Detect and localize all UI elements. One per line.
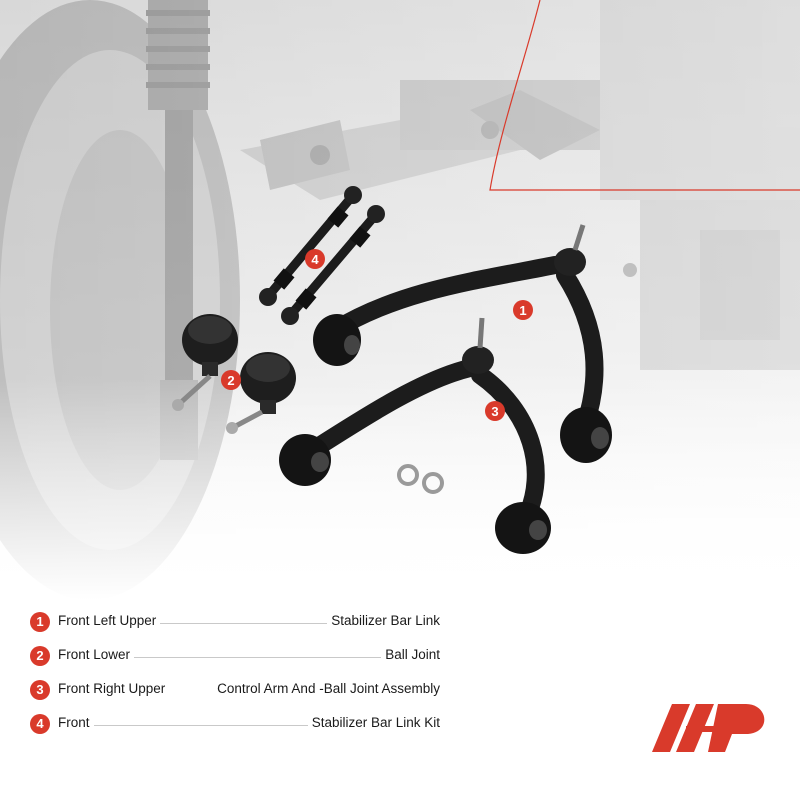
- svg-text:1: 1: [519, 303, 526, 318]
- legend-right-text: Stabilizer Bar Link Kit: [307, 715, 440, 730]
- legend-number-badge: 2: [30, 646, 50, 666]
- legend-row-3: 3 Front Right Upper Control Arm And -Bal…: [30, 680, 440, 702]
- leader-line: [58, 725, 440, 726]
- legend-left-text: Front: [58, 715, 94, 730]
- ball-joint-1: [172, 314, 238, 411]
- svg-text:4: 4: [311, 252, 319, 267]
- accent-curve: [489, 0, 800, 191]
- legend-left-text: Front Left Upper: [58, 613, 161, 628]
- legend-right-text: Ball Joint: [381, 647, 440, 662]
- stabilizer-link-left: [259, 186, 362, 306]
- legend-left-text: Front Right Upper: [58, 681, 170, 696]
- callout-3: 3: [485, 401, 505, 421]
- svg-text:2: 2: [227, 373, 234, 388]
- legend-number-badge: 1: [30, 612, 50, 632]
- legend-right-text: Stabilizer Bar Link: [327, 613, 440, 628]
- control-arm-left-upper: [313, 224, 612, 463]
- leader-line: [58, 657, 440, 658]
- callout-1: 1: [513, 300, 533, 320]
- stabilizer-link-right: [281, 205, 385, 325]
- brand-logo-icon: [652, 704, 765, 752]
- washers: [397, 464, 444, 494]
- leader-line: [58, 623, 440, 624]
- svg-text:3: 3: [491, 404, 498, 419]
- parts-legend: 1 Front Left Upper Stabilizer Bar Link 2…: [30, 612, 440, 742]
- legend-row-4: 4 Front Stabilizer Bar Link Kit: [30, 714, 440, 736]
- legend-number-badge: 4: [30, 714, 50, 734]
- legend-row-2: 2 Front Lower Ball Joint: [30, 646, 440, 668]
- legend-right-text: Control Arm And -Ball Joint Assembly: [213, 681, 440, 696]
- ball-joint-2: [226, 352, 296, 434]
- callout-2: 2: [221, 370, 241, 390]
- legend-left-text: Front Lower: [58, 647, 135, 662]
- legend-row-1: 1 Front Left Upper Stabilizer Bar Link: [30, 612, 440, 634]
- suspension-photo: 1 2 3 4: [0, 0, 800, 600]
- callout-4: 4: [305, 249, 325, 269]
- legend-number-badge: 3: [30, 680, 50, 700]
- control-arm-right-upper: [279, 317, 551, 554]
